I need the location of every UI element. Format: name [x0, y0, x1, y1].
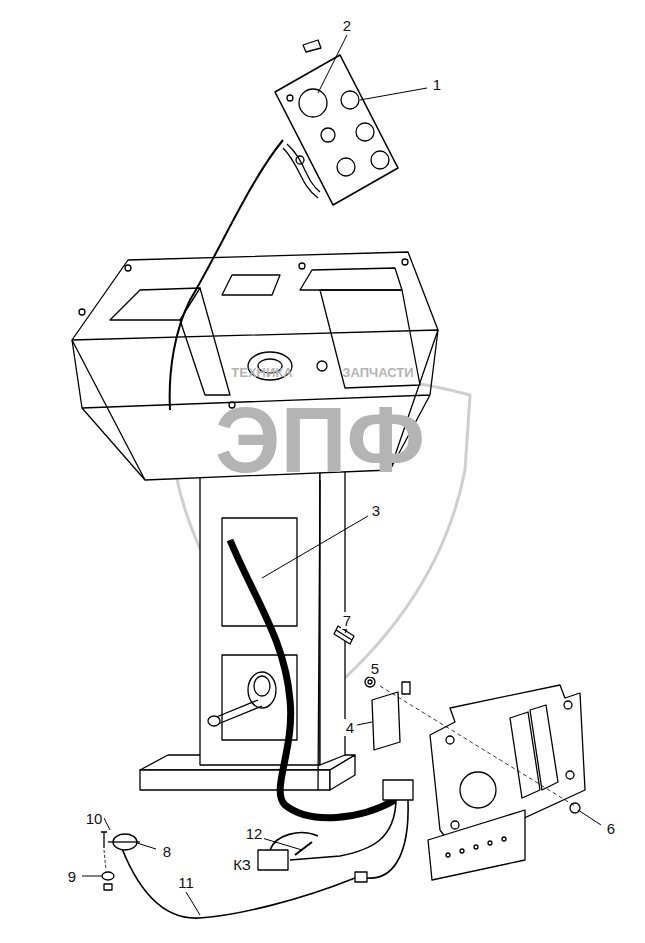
lever-knob	[254, 676, 270, 696]
plate-bolt	[446, 736, 454, 744]
watermark: ЭПФ	[215, 394, 425, 486]
sensor-bracket	[108, 841, 140, 842]
callout-number: КЗ	[231, 856, 253, 873]
nut	[570, 803, 580, 813]
terminal	[502, 837, 506, 841]
pedestal-base-front	[140, 770, 330, 790]
terminal	[460, 849, 464, 853]
main-cable	[230, 540, 395, 818]
wire	[367, 800, 408, 878]
splice	[355, 872, 367, 882]
console-opening	[222, 275, 280, 295]
watermark: ЗАПЧАСТИ	[342, 366, 413, 379]
callout-number: 4	[344, 719, 356, 736]
terminal	[474, 845, 478, 849]
callout-number: 9	[66, 868, 78, 885]
pedestal-base-side	[330, 755, 355, 790]
bolt	[334, 626, 354, 644]
callout-number: 12	[244, 825, 265, 842]
callout-number: 8	[161, 843, 173, 860]
plate-slot	[510, 712, 540, 798]
cable-line	[318, 480, 320, 790]
console-opening	[110, 288, 200, 320]
bolt-hole	[79, 309, 85, 315]
watermark: ТЕХНИКА	[231, 366, 292, 379]
switch	[341, 91, 359, 109]
terminal-strip	[428, 810, 525, 880]
relay-tab	[402, 682, 410, 694]
bolt-10	[101, 832, 107, 848]
assembly-line	[104, 850, 106, 870]
relay	[372, 692, 400, 750]
wire	[290, 800, 396, 860]
bolt-hole	[299, 263, 305, 269]
callout-number: 2	[341, 17, 353, 34]
callout-number: 1	[431, 76, 443, 93]
callout-number: 11	[176, 874, 196, 891]
connector	[383, 780, 413, 800]
assembly-line	[380, 686, 575, 806]
washer	[368, 680, 372, 684]
callout-number: 10	[84, 810, 105, 827]
nut-9	[104, 884, 112, 890]
switch	[371, 151, 389, 169]
instrument-panel	[275, 55, 398, 205]
lever-end	[208, 716, 220, 726]
indicator	[321, 128, 335, 142]
washer-9	[102, 872, 114, 880]
panel-wires	[283, 144, 320, 198]
pedestal-column	[200, 470, 320, 765]
plate-bolt	[566, 771, 574, 779]
callout-number: 3	[370, 502, 382, 519]
gear-mark	[317, 361, 327, 371]
gauge-2	[299, 89, 327, 117]
console-recess	[320, 290, 420, 388]
lever-handle	[214, 700, 262, 724]
panel-hole	[287, 95, 293, 101]
leader-lines	[82, 35, 601, 915]
terminal	[446, 853, 450, 857]
callout-number: 6	[605, 820, 617, 837]
connector-kz	[258, 850, 288, 870]
screw	[303, 40, 321, 52]
plate-slot	[530, 705, 558, 790]
switch	[356, 123, 374, 141]
plate-bolt	[564, 701, 572, 709]
terminal	[488, 841, 492, 845]
plate-hole	[460, 772, 496, 808]
wire-11	[118, 838, 355, 918]
switch	[337, 158, 355, 176]
console-opening	[300, 268, 402, 290]
bolt-hole	[125, 265, 131, 271]
bolt-hole	[402, 259, 408, 265]
plate-bolt	[451, 821, 459, 829]
washer	[365, 677, 375, 687]
callout-number: 5	[369, 660, 381, 677]
callout-number: 7	[341, 612, 353, 629]
